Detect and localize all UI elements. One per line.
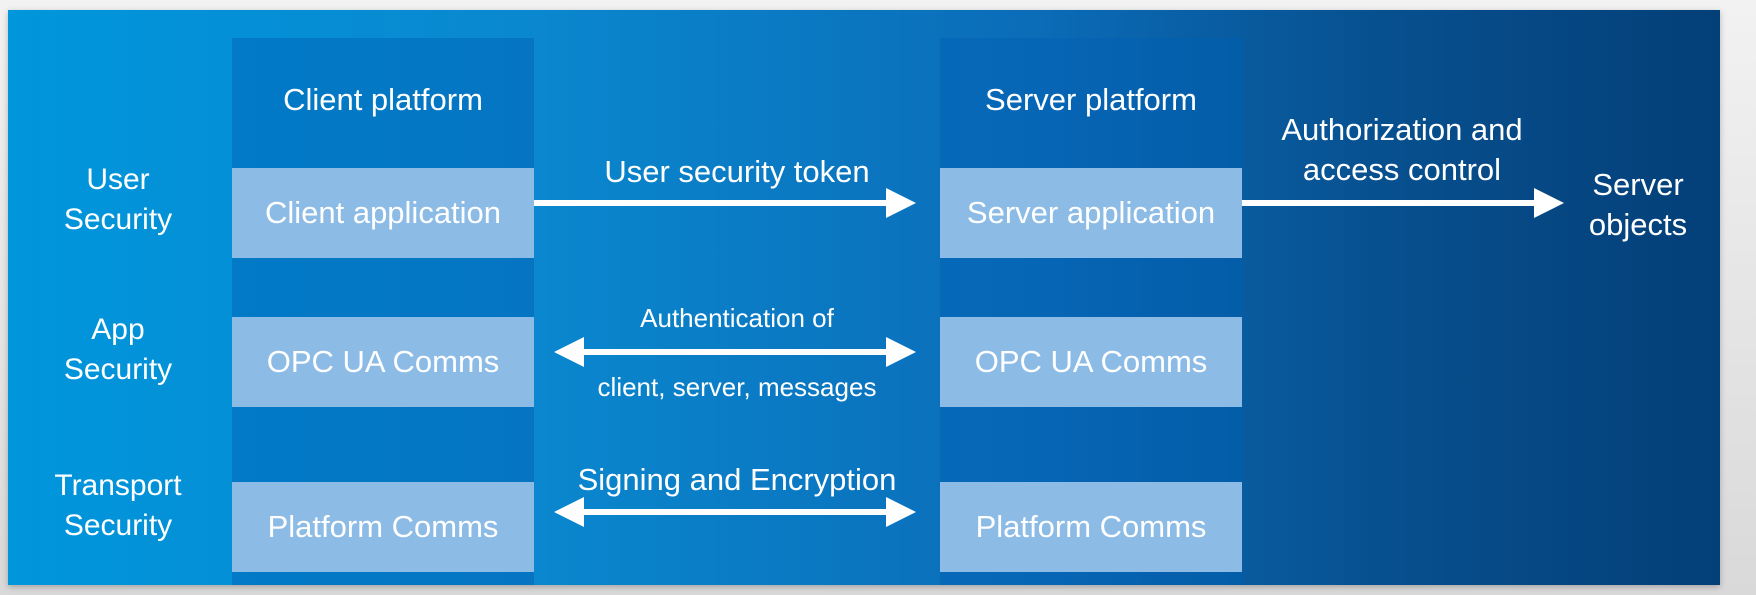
server-objects-label: Server objects xyxy=(1568,165,1708,245)
authentication-detail-label: client, server, messages xyxy=(597,372,877,402)
user-security-label: User Security xyxy=(38,160,198,240)
diagram-panel: Client platform Client application OPC U… xyxy=(8,10,1720,585)
server-platform-comms-box: Platform Comms xyxy=(940,482,1242,572)
signing-encryption-label: Signing and Encryption xyxy=(577,462,897,497)
client-application-box: Client application xyxy=(232,168,534,258)
authorization-label-line2: access control xyxy=(1302,152,1502,187)
server-objects-label-line2: objects xyxy=(1588,207,1688,242)
user-security-token-label: User security token xyxy=(604,154,870,189)
client-opc-ua-comms-box: OPC UA Comms xyxy=(232,317,534,407)
app-security-label-line2: Security xyxy=(63,353,173,386)
server-opc-ua-comms-box: OPC UA Comms xyxy=(940,317,1242,407)
transport-security-label-line2: Security xyxy=(63,509,173,542)
transport-security-label-line1: Transport xyxy=(54,469,182,502)
client-platform-comms-box: Platform Comms xyxy=(232,482,534,572)
server-platform-title: Server platform xyxy=(985,82,1197,117)
client-platform-title: Client platform xyxy=(283,82,483,117)
user-security-label-line1: User xyxy=(86,163,150,196)
authorization-label: Authorization and access control xyxy=(1242,110,1562,190)
connection-arrows xyxy=(534,188,1564,527)
server-objects-label-line1: Server xyxy=(1592,167,1684,202)
app-security-label: App Security xyxy=(38,310,198,390)
server-platform-column: Server platform Server application OPC U… xyxy=(940,38,1242,585)
client-platform-column: Client platform Client application OPC U… xyxy=(232,38,534,585)
user-security-label-line2: Security xyxy=(63,203,173,236)
app-security-label-line1: App xyxy=(91,313,145,346)
authentication-label: Authentication of xyxy=(640,303,834,333)
server-application-box: Server application xyxy=(940,168,1242,258)
transport-security-label: Transport Security xyxy=(38,466,198,546)
authorization-label-line1: Authorization and xyxy=(1281,112,1523,147)
